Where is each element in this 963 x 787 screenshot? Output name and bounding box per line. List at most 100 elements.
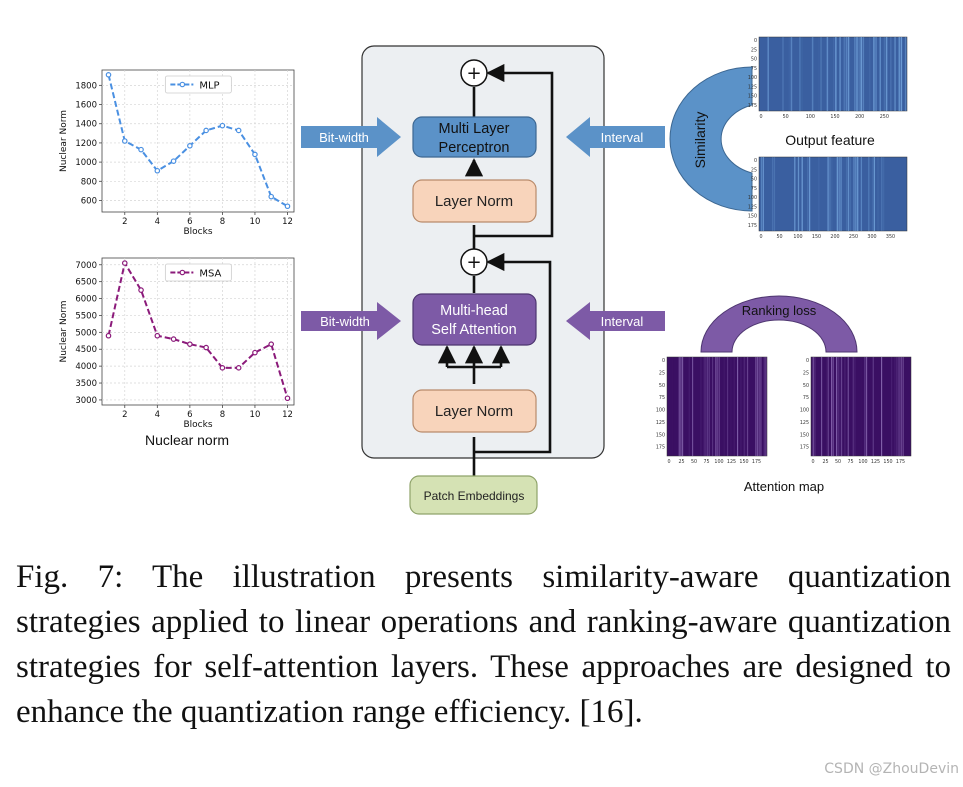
y-tick-label: 5000 <box>75 328 97 338</box>
data-point <box>138 287 144 293</box>
heatmap-stripe <box>700 357 702 456</box>
heatmap-y-tick: 175 <box>656 445 665 451</box>
heatmap-stripe <box>837 357 839 456</box>
legend-box <box>164 263 232 282</box>
heatmap-stripe <box>835 37 837 111</box>
heatmap-x-tick: 300 <box>867 234 876 240</box>
y-tick-label: 6000 <box>75 295 97 305</box>
legend-label: MLP <box>199 81 219 92</box>
heatmap-y-tick: 0 <box>662 358 665 364</box>
layer-norm-top-box: Layer Norm <box>412 179 537 223</box>
heatmap-stripe <box>826 357 828 456</box>
heatmap-stripe <box>831 357 833 456</box>
heatmap-x-tick: 200 <box>855 114 864 120</box>
heatmap-y-tick: 50 <box>659 383 665 389</box>
heatmap-stripe <box>782 37 784 111</box>
heatmap-stripe <box>839 357 841 456</box>
data-point <box>154 332 161 339</box>
heatmap-stripe <box>794 157 796 231</box>
heatmap-stripe <box>707 357 709 456</box>
x-tick-label: 8 <box>220 410 225 420</box>
y-tick-label: 600 <box>81 196 97 206</box>
heatmap-stripe <box>743 357 745 456</box>
data-point <box>252 151 258 158</box>
heatmap-stripe <box>767 37 769 111</box>
x-tick-label: 4 <box>155 217 160 227</box>
data-point <box>203 344 209 351</box>
heatmap-stripe <box>829 157 831 231</box>
heatmap-stripe <box>833 37 835 111</box>
heatmap-x-tick: 50 <box>776 234 782 240</box>
heatmap-stripe <box>862 37 865 111</box>
bitwidth-arrow-top: Bit-width <box>301 117 401 157</box>
heatmap-x-tick: 100 <box>714 459 723 465</box>
heatmap-stripe <box>868 37 871 111</box>
data-point <box>170 336 177 342</box>
heatmap-stripe <box>801 37 803 111</box>
heatmap-x-tick: 200 <box>830 234 839 240</box>
heatmap-stripe <box>672 357 673 456</box>
heatmap-y-tick: 100 <box>748 195 757 201</box>
svg-text:Interval: Interval <box>601 314 644 329</box>
data-point <box>252 349 258 356</box>
heatmap-stripe <box>901 357 903 456</box>
heatmap-x-tick: 150 <box>739 459 748 465</box>
heatmap-stripe <box>860 157 863 231</box>
y-tick-label: 3500 <box>75 379 97 389</box>
patch-embeddings-box: Patch Embeddings <box>409 475 538 515</box>
heatmap-stripe <box>807 157 809 231</box>
heatmap-y-tick: 0 <box>754 158 757 164</box>
heatmap-y-tick: 175 <box>748 103 757 109</box>
interval-arrow-top: Interval <box>566 117 665 157</box>
connectors <box>437 63 554 478</box>
svg-text:Layer Norm: Layer Norm <box>435 403 513 420</box>
heatmap-x-tick: 125 <box>727 459 736 465</box>
heatmap-stripe <box>760 357 762 456</box>
heatmap-stripe <box>745 357 747 456</box>
data-point <box>187 341 193 347</box>
heatmap-stripe <box>843 37 846 111</box>
x-tick-label: 6 <box>187 217 192 227</box>
data-point <box>268 193 275 200</box>
heatmap-stripe <box>868 157 870 231</box>
heatmap-stripe <box>873 37 875 111</box>
data-point <box>235 365 242 371</box>
legend-marker <box>179 269 186 276</box>
heatmap-stripe <box>818 37 820 111</box>
heatmap-y-tick: 175 <box>748 223 757 229</box>
heatmap-stripe <box>860 37 862 111</box>
x-tick-label: 2 <box>122 217 127 227</box>
heatmap-stripe <box>733 357 735 456</box>
heatmap-stripe <box>826 37 829 111</box>
data-point <box>203 127 209 134</box>
multi-layer-perceptron-box: Multi Layer Perceptron <box>412 116 537 158</box>
heatmap-x-tick: 100 <box>858 459 867 465</box>
heatmap-x-tick: 150 <box>812 234 821 240</box>
data-point <box>219 365 226 371</box>
svg-text:Multi-head: Multi-head <box>440 303 508 319</box>
heatmap-stripe <box>831 157 833 231</box>
heatmap-stripe <box>899 357 901 456</box>
heatmap-stripe <box>718 357 720 456</box>
heatmap-x-tick: 50 <box>691 459 697 465</box>
svg-text:Multi Layer: Multi Layer <box>439 121 510 137</box>
svg-text:+: + <box>466 252 481 273</box>
svg-text:Self Attention: Self Attention <box>431 322 516 338</box>
heatmap-stripe <box>838 157 840 231</box>
heatmap-y-tick: 75 <box>659 395 665 401</box>
heatmap-body <box>666 356 768 457</box>
data-point <box>154 167 161 174</box>
heatmap-x-tick: 0 <box>811 459 814 465</box>
heatmap-stripe <box>873 157 875 231</box>
heatmap-stripe <box>877 157 879 231</box>
heatmap-stripe <box>760 157 763 231</box>
heatmap-stripe <box>812 357 814 456</box>
svg-text:Ranking loss: Ranking loss <box>742 303 817 318</box>
heatmap-y-tick: 100 <box>800 408 809 414</box>
svg-text:+: + <box>466 63 481 84</box>
heatmap-stripe <box>841 357 843 456</box>
residual-add-bottom: + <box>460 248 488 276</box>
